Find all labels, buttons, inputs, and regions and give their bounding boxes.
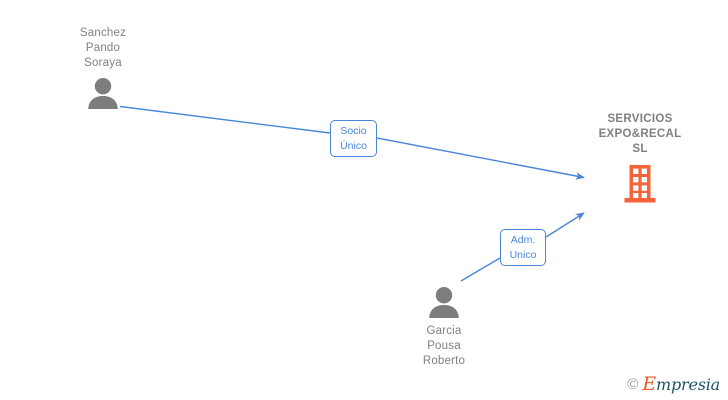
person-icon: [429, 287, 459, 318]
watermark: © Empresia: [627, 375, 720, 394]
edge-label-adm-unico[interactable]: Adm. Unico: [500, 229, 546, 266]
node-person-garcia-pousa-roberto[interactable]: Garcia Pousa Roberto: [389, 286, 499, 369]
person-icon: [88, 78, 118, 109]
node-person-sanchez-pando-soraya[interactable]: Sanchez Pando Soraya: [48, 26, 158, 109]
building-icon: [624, 165, 656, 203]
brand-initial: E: [642, 373, 656, 395]
edge-adm-unico: [460, 212, 585, 282]
edge-socio-unico: [119, 105, 585, 180]
copyright-symbol: ©: [627, 376, 639, 393]
edge-label-socio-unico[interactable]: Socio Único: [330, 120, 377, 157]
brand-rest: mpresia: [656, 375, 720, 394]
node-label: Garcia Pousa Roberto: [422, 325, 466, 367]
company-name: SERVICIOS EXPO&RECAL SL: [598, 113, 682, 155]
brand-name: Empresia: [642, 375, 720, 394]
node-label: Sanchez Pando Soraya: [79, 27, 127, 69]
node-company-servicios-expo-recal-sl[interactable]: SERVICIOS EXPO&RECAL SL: [561, 112, 719, 208]
